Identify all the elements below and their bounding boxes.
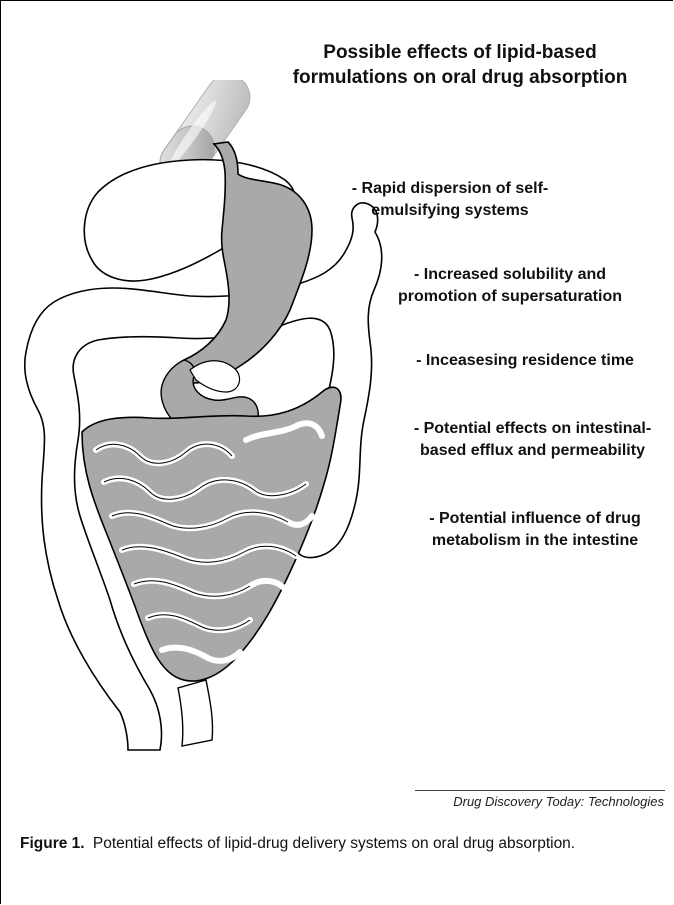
effect-item-4: - Potential effects on intestinal- based… <box>395 418 670 462</box>
effect-1-line-2: emulsifying systems <box>330 200 570 222</box>
effect-2-line-2: promotion of supersaturation <box>380 286 640 308</box>
effect-item-3: - Inceasesing residence time <box>395 350 655 372</box>
effect-item-5: - Potential influence of drug metabolism… <box>405 508 665 552</box>
caption-label: Figure 1. <box>20 835 85 852</box>
figure-credit: Drug Discovery Today: Technologies <box>453 794 664 809</box>
effect-4-line-1: - Potential effects on intestinal- <box>395 418 670 440</box>
effect-item-2: - Increased solubility and promotion of … <box>380 264 640 308</box>
effect-5-line-2: metabolism in the intestine <box>405 530 665 552</box>
effect-2-line-1: - Increased solubility and <box>380 264 640 286</box>
credit-divider <box>415 790 665 791</box>
figure-title-line-1: Possible effects of lipid-based <box>250 40 670 65</box>
figure-caption: Figure 1. Potential effects of lipid-dru… <box>20 832 640 856</box>
effect-4-line-2: based efflux and permeability <box>395 440 670 462</box>
effect-5-line-1: - Potential influence of drug <box>405 508 665 530</box>
rectum-outline <box>178 680 213 746</box>
effect-item-1: - Rapid dispersion of self- emulsifying … <box>330 178 570 222</box>
caption-text: Potential effects of lipid-drug delivery… <box>93 835 575 852</box>
effect-3-line-1: - Inceasesing residence time <box>395 350 655 372</box>
effect-1-line-1: - Rapid dispersion of self- <box>330 178 570 200</box>
